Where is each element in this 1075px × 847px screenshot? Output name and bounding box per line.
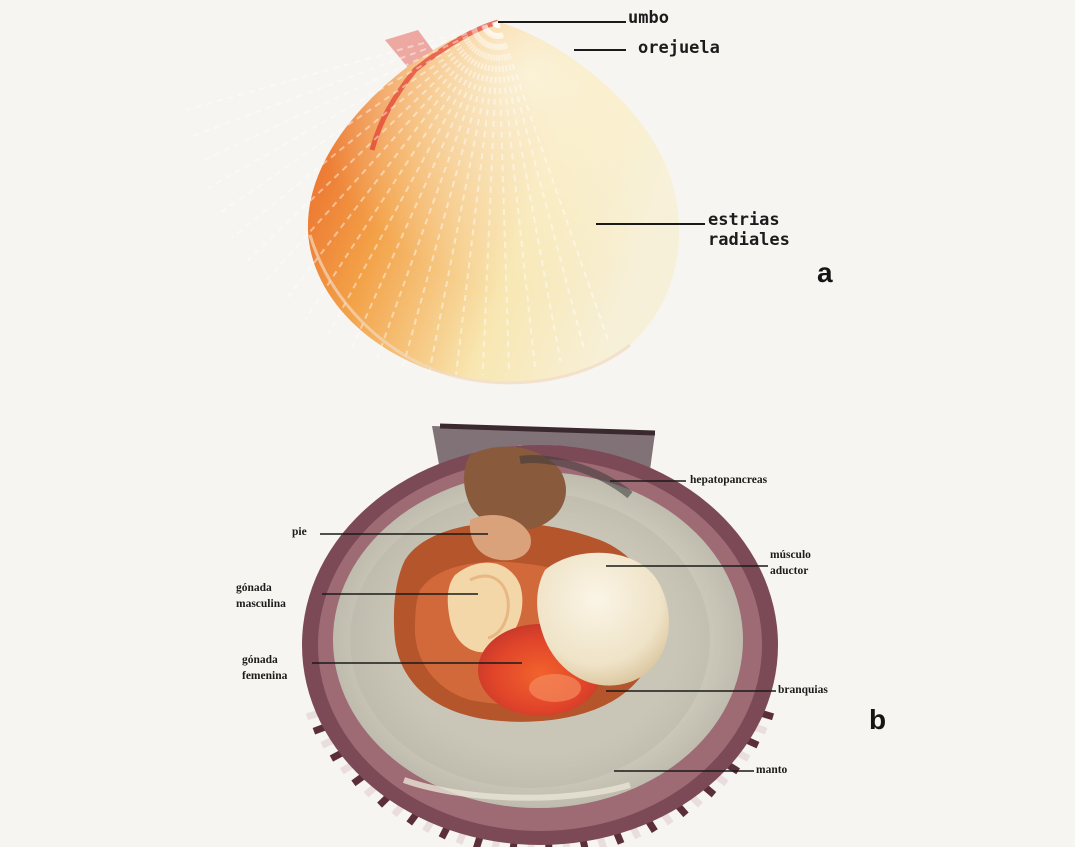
label-manto: manto (756, 764, 787, 776)
label-branquias: branquias (778, 684, 828, 696)
label-gonada-masculina-line2: masculina (236, 598, 286, 610)
label-umbo: umbo (628, 10, 669, 28)
label-gonada-femenina-line1: gónada (242, 654, 278, 666)
label-musculo-line2: aductor (770, 565, 808, 577)
label-hepatopancreas: hepatopancreas (690, 474, 767, 486)
label-musculo-line1: músculo (770, 549, 811, 561)
label-estrias-line1: estrias (708, 212, 780, 230)
label-pie: pie (292, 526, 307, 538)
label-estrias-line2: radiales (708, 232, 790, 250)
panel-letter-a: a (817, 257, 833, 289)
label-gonada-masculina-line1: gónada (236, 582, 272, 594)
label-orejuela: orejuela (638, 40, 720, 58)
panel-letter-b: b (869, 704, 886, 736)
shell-b (302, 426, 778, 847)
label-gonada-femenina-line2: femenina (242, 670, 287, 682)
shell-a (186, 22, 679, 383)
